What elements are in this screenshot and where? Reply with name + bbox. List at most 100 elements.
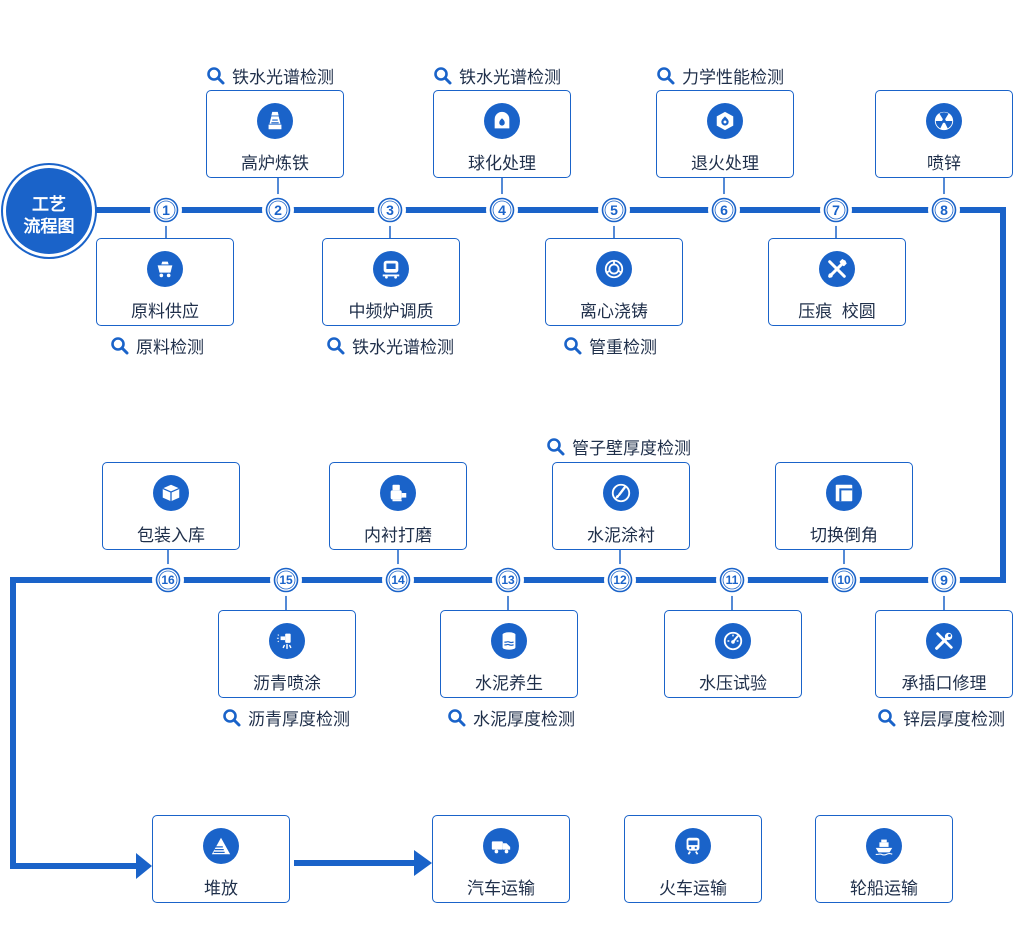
step-box-16-label: 包装入库 (137, 526, 205, 545)
grinder-icon-glyph (390, 484, 407, 502)
inspection-text: 力学性能检测 (682, 68, 784, 87)
furnace-cart-icon-glyph (382, 260, 400, 279)
inspection-label: 铁水光谱检测 (206, 63, 334, 88)
mine-cart-icon-glyph (157, 261, 173, 278)
step-number: 1 (162, 202, 170, 218)
inspection-text: 管子壁厚度检测 (572, 439, 691, 458)
step-number: 7 (832, 202, 840, 218)
step-box-1-label: 原料供应 (131, 302, 199, 321)
step-box-15-label: 沥青喷涂 (253, 674, 321, 693)
step-number: 6 (720, 202, 728, 218)
step-box-12-label: 水泥涂衬 (587, 526, 655, 545)
step-box-14-label: 内衬打磨 (364, 526, 432, 545)
step-number: 9 (940, 572, 948, 588)
magnifier-icon (223, 708, 241, 726)
spray-tap-icon (269, 623, 305, 659)
step-node-6: 6 (711, 197, 737, 223)
spray-tap-icon-glyph (276, 633, 292, 650)
step-box-7-label: 压痕 校圆 (798, 302, 876, 321)
step-box-6-label: 退火处理 (691, 154, 759, 173)
step-number: 5 (610, 202, 618, 218)
logistics-box-1-label: 堆放 (204, 879, 238, 898)
inspection-text: 水泥厚度检测 (473, 710, 575, 729)
wrench-screwdriver-icon (926, 623, 962, 659)
step-number: 14 (391, 573, 405, 587)
truck-icon-glyph (491, 841, 511, 854)
step-box-13: 水泥养生 (440, 610, 578, 698)
step-node-10: 10 (831, 567, 857, 593)
step-box-2-label: 高炉炼铁 (241, 154, 309, 173)
step-number: 8 (940, 202, 948, 218)
square-corner-icon (826, 475, 862, 511)
step-box-14: 内衬打磨 (329, 462, 467, 550)
mine-cart-icon (147, 251, 183, 287)
inspection-text: 铁水光谱检测 (232, 68, 334, 87)
tools-cross-icon (819, 251, 855, 287)
step-node-16: 16 (155, 567, 181, 593)
inspection-text: 管重检测 (589, 338, 657, 357)
magnifier-icon (547, 437, 565, 455)
magnifier-icon (327, 336, 345, 354)
ladle-flame-icon-glyph (494, 111, 510, 129)
ship-icon-glyph (875, 839, 893, 856)
inspection-label: 锌层厚度检测 (877, 705, 1005, 730)
step-node-3: 3 (377, 197, 403, 223)
grinder-icon (380, 475, 416, 511)
logistics-box-4: 轮船运输 (815, 815, 953, 903)
title-line-1: 工艺 (32, 195, 66, 214)
step-box-10: 切换倒角 (775, 462, 913, 550)
step-box-5: 离心浇铸 (545, 238, 683, 326)
step-box-9-label: 承插口修理 (901, 674, 987, 693)
inspection-label: 铁水光谱检测 (326, 333, 454, 358)
logistics-box-3: 火车运输 (624, 815, 762, 903)
step-number: 2 (274, 202, 282, 218)
magnifier-icon (564, 336, 582, 354)
centrifuge-icon (596, 251, 632, 287)
ship-icon (866, 828, 902, 864)
logistics-box-4-label: 轮船运输 (850, 879, 918, 898)
step-box-9: 承插口修理 (875, 610, 1013, 698)
inspection-text: 原料检测 (136, 338, 204, 357)
magnifier-icon (448, 708, 466, 726)
step-box-4-label: 球化处理 (468, 154, 536, 173)
tools-cross-icon-glyph (828, 259, 847, 278)
inspection-text: 锌层厚度检测 (903, 710, 1005, 729)
step-box-8: 喷锌 (875, 90, 1013, 178)
stack-pile-icon (203, 828, 239, 864)
paint-brush-icon-glyph (611, 483, 631, 503)
logistics-box-3-label: 火车运输 (659, 879, 727, 898)
step-box-8-label: 喷锌 (927, 154, 961, 173)
blast-furnace-icon (257, 103, 293, 139)
step-box-2: 高炉炼铁 (206, 90, 344, 178)
arrowhead-to-pile (136, 853, 152, 879)
radiation-icon-glyph (934, 111, 954, 131)
magnifier-icon (111, 336, 129, 354)
title-line-2: 流程图 (23, 217, 75, 236)
step-number: 12 (613, 573, 627, 587)
paint-brush-icon (603, 475, 639, 511)
step-box-11-label: 水压试验 (699, 674, 767, 693)
step-number: 4 (498, 202, 506, 218)
step-node-15: 15 (273, 567, 299, 593)
step-box-1: 原料供应 (96, 238, 234, 326)
step-box-3: 中频炉调质 (322, 238, 460, 326)
step-box-15: 沥青喷涂 (218, 610, 356, 698)
arrowhead-to-truck (414, 850, 432, 876)
step-node-8: 8 (931, 197, 957, 223)
inspection-text: 铁水光谱检测 (352, 338, 454, 357)
step-number: 13 (501, 573, 515, 587)
pressure-gauge-icon (715, 623, 751, 659)
magnifier-icon (207, 66, 225, 84)
cement-tank-icon-glyph (502, 632, 516, 650)
step-node-7: 7 (823, 197, 849, 223)
train-icon (675, 828, 711, 864)
step-number: 16 (161, 573, 175, 587)
centrifuge-icon-glyph (604, 259, 624, 279)
logistics-box-1: 堆放 (152, 815, 290, 903)
step-box-6: 退火处理 (656, 90, 794, 178)
furnace-cart-icon (373, 251, 409, 287)
step-box-12: 水泥涂衬 (552, 462, 690, 550)
ladle-flame-icon (484, 103, 520, 139)
logistics-box-2: 汽车运输 (432, 815, 570, 903)
